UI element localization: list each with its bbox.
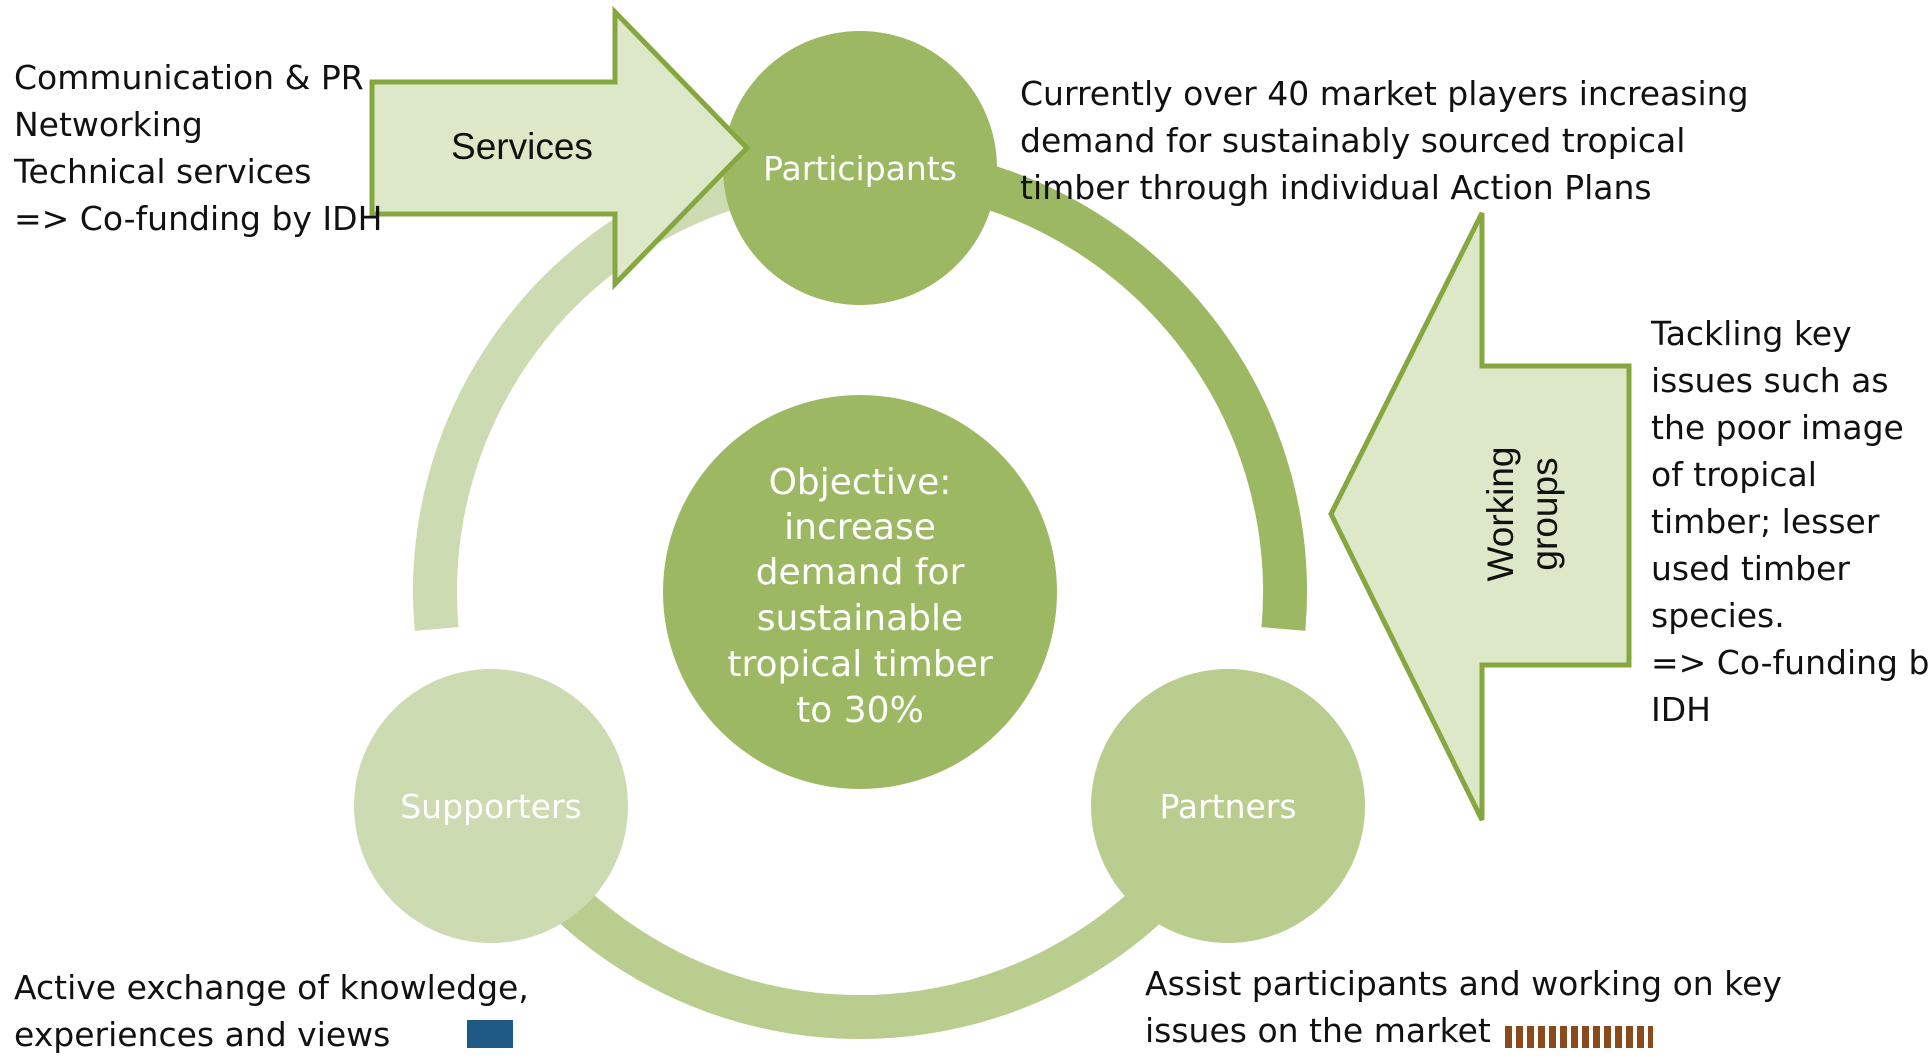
objective-line-5: tropical timber xyxy=(727,644,992,685)
working-groups-description-line: => Co-funding by xyxy=(1651,643,1928,682)
supporters-node xyxy=(354,669,628,943)
services-list-item: Technical services xyxy=(14,152,312,191)
working-groups-description-line: issues such as xyxy=(1651,361,1889,400)
working-groups-description-line: used timber xyxy=(1651,549,1850,588)
objective-line-2: increase xyxy=(784,507,936,548)
objective-line-3: demand for xyxy=(756,552,965,593)
partners-description-line: issues on the market xyxy=(1145,1011,1491,1050)
ring-arc-participants-partners xyxy=(943,154,1308,631)
supporters-description: Active exchange of knowledge, experience… xyxy=(14,964,529,1058)
objective-line-4: sustainable xyxy=(757,598,963,639)
partners-label: Partners xyxy=(1159,787,1296,826)
working-groups-description-line: species. xyxy=(1651,596,1785,635)
services-arrow-label: Services xyxy=(451,126,593,167)
working-groups-description-line: IDH xyxy=(1651,690,1711,729)
working-groups-description-line: Tackling key xyxy=(1651,314,1852,353)
supporters-description-line: Active exchange of knowledge, xyxy=(14,968,529,1007)
partners-description-line: Assist participants and working on key xyxy=(1145,964,1782,1003)
working-groups-description: Tackling key issues such as the poor ima… xyxy=(1651,310,1928,733)
ring-arc-partners-supporters xyxy=(517,851,1203,1040)
working-groups-label-line-2: groups xyxy=(1524,457,1565,570)
services-list: Communication & PR Networking Technical … xyxy=(14,54,382,242)
participants-node xyxy=(723,31,997,305)
objective-line-6: to 30% xyxy=(796,690,924,731)
working-groups-description-line: the poor image xyxy=(1651,408,1904,447)
supporters-description-line: experiences and views xyxy=(14,1015,391,1054)
logo-blue-icon xyxy=(467,1020,513,1048)
working-groups-arrow xyxy=(1328,211,1632,822)
objective-node xyxy=(663,395,1057,789)
working-groups-description-line: of tropical xyxy=(1651,455,1817,494)
logo-stripes-icon xyxy=(1505,1026,1653,1048)
services-list-item: Communication & PR xyxy=(14,58,364,97)
participants-description-line: Currently over 40 market players increas… xyxy=(1020,74,1749,113)
working-groups-label-line-1: Working xyxy=(1480,446,1521,581)
participants-description-line: timber through individual Action Plans xyxy=(1020,168,1652,207)
participants-label: Participants xyxy=(763,149,957,188)
partners-node xyxy=(1091,669,1365,943)
partners-description: Assist participants and working on key i… xyxy=(1145,960,1782,1054)
services-list-item: Networking xyxy=(14,105,203,144)
objective-line-1: Objective: xyxy=(769,462,952,503)
services-arrow xyxy=(369,5,751,291)
working-groups-description-line: timber; lesser xyxy=(1651,502,1880,541)
participants-description-line: demand for sustainably sourced tropical xyxy=(1020,121,1686,160)
participants-description: Currently over 40 market players increas… xyxy=(1020,70,1749,211)
services-list-item: => Co-funding by IDH xyxy=(14,199,383,238)
supporters-label: Supporters xyxy=(400,787,582,826)
